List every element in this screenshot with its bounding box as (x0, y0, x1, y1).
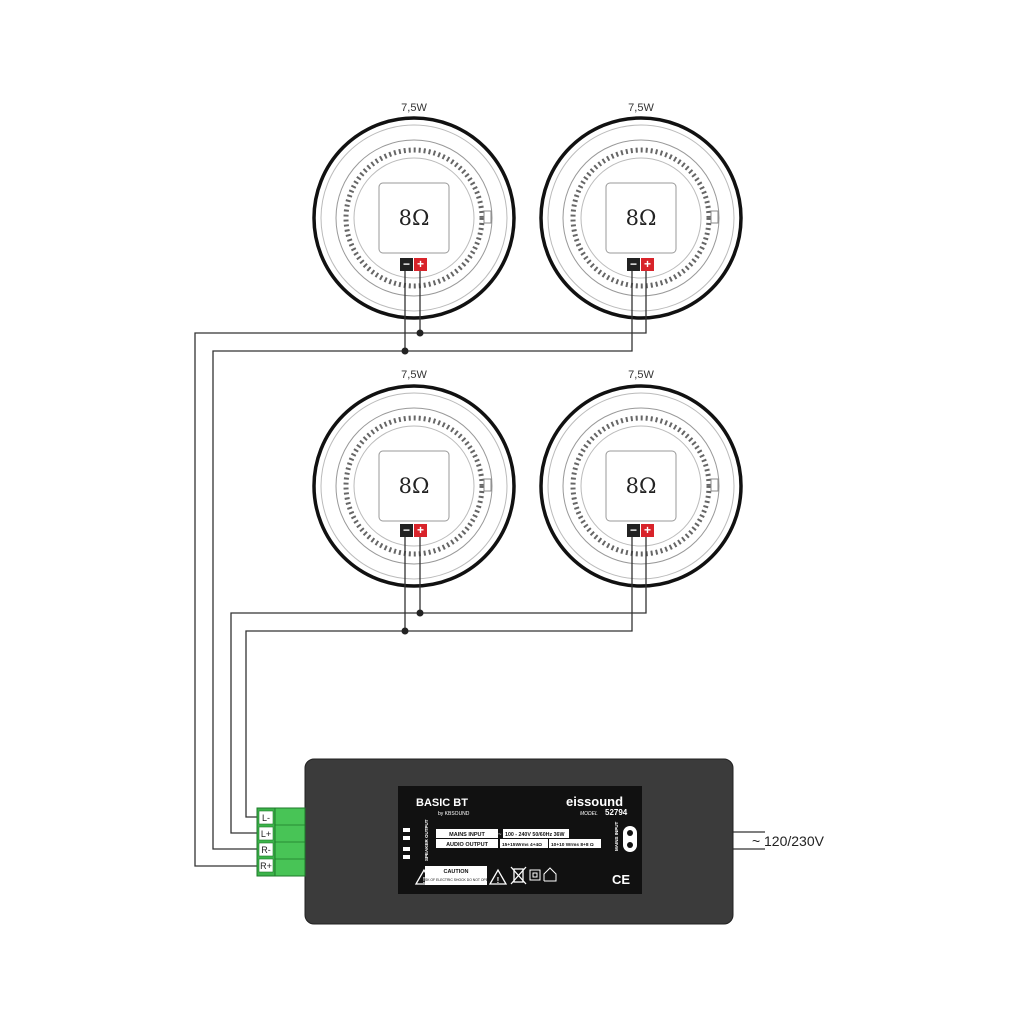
mains-input-label: MAINS INPUT (449, 832, 485, 838)
svg-text:!: ! (423, 876, 426, 885)
product-name: BASIC BT (416, 797, 468, 809)
mains-input-socket-icon (623, 826, 637, 852)
svg-text:+: + (644, 523, 651, 537)
speaker-4-power-label: 7,5W (628, 369, 654, 381)
caution-box (425, 866, 487, 885)
speaker-3-negative-terminal (400, 524, 413, 537)
caution-title: CAUTION (443, 869, 468, 875)
speaker-output-label: SPEAKER OUTPUT (424, 819, 429, 861)
speaker-4-impedance-label: 8Ω (626, 474, 657, 498)
speaker-4-positive-terminal (641, 524, 654, 537)
speaker-1: 7,5W 8Ω − + (312, 102, 516, 320)
wire-bottom-negative (245, 537, 406, 818)
svg-text:!: ! (497, 876, 500, 885)
terminal-pin-L-minus: L- (262, 813, 270, 823)
speaker-2-positive-terminal (641, 258, 654, 271)
speaker-3-positive-terminal (414, 524, 427, 537)
wire-bottom-positive (230, 537, 421, 834)
wire-top-positive-right (420, 271, 647, 334)
svg-text:+: + (417, 257, 424, 271)
wiring (194, 271, 765, 867)
speaker-2-power-label: 7,5W (628, 102, 654, 114)
speaker-3-impedance-label: 8Ω (399, 474, 430, 498)
wire-bottom-positive-right (420, 537, 647, 614)
mains-side-label: MAINS INPUT (614, 821, 619, 851)
speaker-2: 7,5W 8Ω − + (539, 102, 743, 320)
terminal-pin-R-minus: R- (261, 845, 271, 855)
model-number: 52794 (605, 808, 628, 817)
audio-output-value-2: 10+10 Wrms 8+8 Ω (551, 842, 594, 848)
terminal-pin-R-plus: R+ (260, 861, 272, 871)
double-insulation-icon (529, 869, 541, 881)
caution-text: RISK OF ELECTRIC SHOCK DO NOT OPEN (422, 878, 491, 882)
model-label: MODEL (580, 811, 598, 817)
speaker-1-negative-terminal (400, 258, 413, 271)
mains-voltage-label: 120/230V (764, 833, 825, 849)
product-byline: by KBSOUND (438, 811, 470, 817)
svg-text:+: + (644, 257, 651, 271)
svg-text:−: − (403, 257, 410, 271)
audio-output-value-1: 15+15Wrms 4+4Ω (502, 842, 542, 848)
wire-top-negative-right (405, 271, 633, 352)
junction-dot (401, 627, 409, 635)
indoor-use-icon (543, 867, 557, 882)
speaker-2-negative-terminal (627, 258, 640, 271)
audio-output-label: AUDIO OUTPUT (446, 842, 489, 848)
speaker-1-impedance-label: 8Ω (399, 206, 430, 230)
wire-bottom-negative-right (405, 537, 633, 632)
speaker-4-negative-terminal (627, 524, 640, 537)
brand-logo: eissound (566, 794, 623, 809)
wire-top-negative (212, 271, 406, 850)
ce-mark: CE (612, 872, 630, 887)
wire-junctions (401, 329, 424, 635)
wire-top-positive (194, 271, 421, 867)
mains-ac-symbol: ~ (752, 833, 760, 849)
terminal-pin-L-plus: L+ (261, 829, 271, 839)
speaker-4: 7,5W 8Ω − + (539, 369, 743, 588)
speaker-1-power-label: 7,5W (401, 102, 427, 114)
svg-text:~: ~ (498, 832, 502, 838)
svg-text:−: − (630, 257, 637, 271)
speaker-1-positive-terminal (414, 258, 427, 271)
svg-text:−: − (403, 523, 410, 537)
svg-text:−: − (630, 523, 637, 537)
junction-dot (401, 347, 409, 355)
speaker-2-impedance-label: 8Ω (626, 206, 657, 230)
speaker-terminal-connector: L- L+ R- R+ (256, 807, 306, 877)
junction-dot (416, 329, 424, 337)
speaker-3-power-label: 7,5W (401, 369, 427, 381)
svg-text:+: + (417, 523, 424, 537)
weee-bin-icon (510, 866, 527, 885)
warning-triangle-icon (488, 868, 508, 885)
junction-dot (416, 609, 424, 617)
speaker-3: 7,5W 8Ω − + (312, 369, 516, 588)
amplifier: BASIC BT by KBSOUND eissound MODEL 52794… (304, 758, 734, 925)
mains-input-value: 100 - 240V 50/60Hz 36W (505, 832, 564, 838)
